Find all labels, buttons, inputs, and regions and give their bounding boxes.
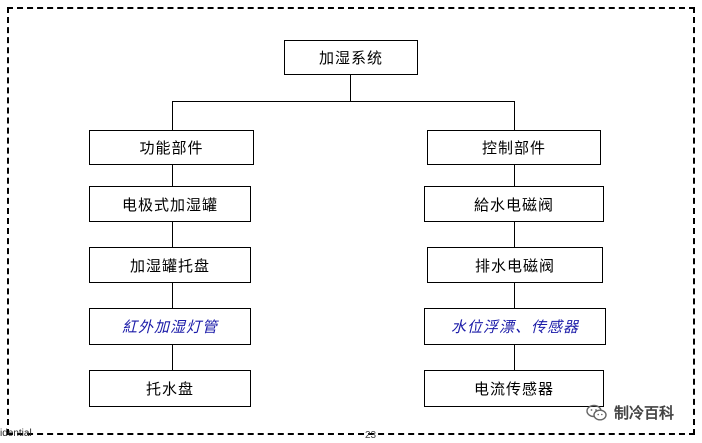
right-item-1: 給水电磁阀 bbox=[424, 186, 604, 222]
left-item-1: 电极式加湿罐 bbox=[89, 186, 251, 222]
page-border bbox=[7, 7, 695, 435]
left-item-4: 托水盘 bbox=[89, 370, 251, 407]
watermark: 制冷百科 bbox=[586, 402, 674, 423]
left-trunk-line bbox=[172, 101, 173, 371]
right-trunk-line bbox=[514, 101, 515, 371]
right-item-3: 水位浮漂、传感器 bbox=[424, 308, 606, 345]
root-down-connector bbox=[350, 74, 351, 102]
footer-text: idential bbox=[0, 428, 32, 439]
left-item-2: 加湿罐托盘 bbox=[89, 247, 251, 283]
horizontal-connector bbox=[172, 101, 515, 102]
right-item-4: 电流传感器 bbox=[424, 370, 604, 407]
watermark-text: 制冷百科 bbox=[614, 404, 675, 422]
right-branch-title: 控制部件 bbox=[427, 130, 601, 165]
left-item-3: 紅外加湿灯管 bbox=[89, 308, 251, 345]
right-item-2: 排水电磁阀 bbox=[427, 247, 603, 283]
page-number: 23 bbox=[365, 430, 377, 441]
wechat-icon bbox=[586, 404, 608, 422]
left-branch-title: 功能部件 bbox=[89, 130, 254, 165]
root-node: 加湿系统 bbox=[284, 40, 418, 75]
